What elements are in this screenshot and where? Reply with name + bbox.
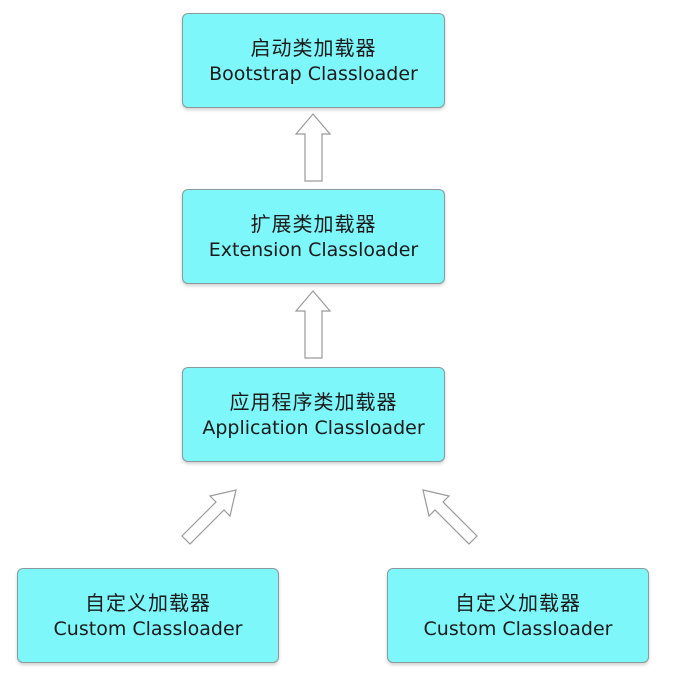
arrow-application-to-extension xyxy=(294,290,332,359)
bootstrap-classloader-node: 启动类加载器 Bootstrap Classloader xyxy=(182,13,445,108)
node-label-zh: 启动类加载器 xyxy=(250,35,377,60)
arrow-custom-right-to-application xyxy=(422,489,478,545)
node-label-en: Bootstrap Classloader xyxy=(209,62,418,85)
node-label-en: Custom Classloader xyxy=(423,617,613,640)
arrow-custom-left-to-application xyxy=(181,489,237,545)
node-label-zh: 应用程序类加载器 xyxy=(229,389,398,414)
node-label-zh: 扩展类加载器 xyxy=(250,211,377,236)
node-label-zh: 自定义加载器 xyxy=(455,590,581,615)
custom-classloader-node-left: 自定义加载器 Custom Classloader xyxy=(17,568,279,663)
node-label-zh: 自定义加载器 xyxy=(85,590,211,615)
arrow-extension-to-bootstrap xyxy=(294,113,332,182)
custom-classloader-node-right: 自定义加载器 Custom Classloader xyxy=(387,568,649,663)
extension-classloader-node: 扩展类加载器 Extension Classloader xyxy=(182,189,445,284)
node-label-en: Custom Classloader xyxy=(53,617,243,640)
node-label-en: Application Classloader xyxy=(202,416,425,439)
node-label-en: Extension Classloader xyxy=(208,238,419,261)
application-classloader-node: 应用程序类加载器 Application Classloader xyxy=(182,367,445,462)
